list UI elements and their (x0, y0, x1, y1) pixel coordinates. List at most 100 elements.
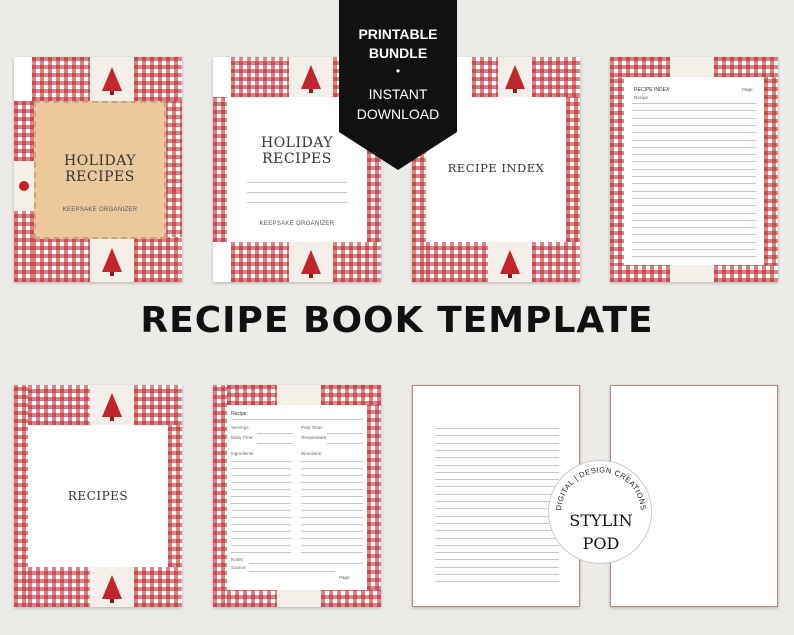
gingham-tile (134, 237, 182, 282)
ruled-line (435, 457, 559, 459)
ruled-line (301, 524, 363, 525)
ruled-line (435, 471, 559, 473)
ruled-line (632, 241, 756, 243)
tree-tile (289, 242, 333, 282)
ruled-line (231, 419, 363, 420)
gingham-tile (231, 57, 289, 97)
ruled-line (231, 482, 291, 483)
ruled-line (435, 522, 559, 524)
ruled-line (435, 493, 559, 495)
ruled-line (435, 581, 559, 583)
label-ingredients: Ingredients: (231, 451, 255, 456)
ruled-line (435, 464, 559, 466)
ruled-line (632, 190, 756, 192)
ruled-line (327, 443, 363, 444)
index-title: RECIPE INDEX (634, 87, 670, 93)
tree-tile (498, 57, 532, 97)
ornament-tile (14, 161, 34, 211)
main-title: RECIPE BOOK TEMPLATE (140, 300, 654, 341)
gingham-tile (714, 57, 778, 77)
ruled-line (435, 479, 559, 481)
gingham-tile (28, 385, 90, 425)
ruled-line (327, 433, 363, 434)
ruled-line (301, 461, 363, 462)
ruled-line (231, 510, 291, 511)
gingham-tile (32, 57, 90, 101)
gingham-tile (134, 567, 182, 607)
christmas-tree-icon (102, 247, 122, 276)
christmas-tree-icon (102, 67, 122, 95)
ruled-line (301, 503, 363, 504)
ruled-line (435, 486, 559, 488)
recipe-card-page: Recipe: Servings: Prep Time: Bake Time: … (213, 385, 381, 607)
gingham-tile (213, 385, 227, 607)
stylin-pod-logo: DIGITAL | DESIGN CREATIONS STYLIN POD (548, 460, 652, 564)
cover-title-line1: HOLIDAY (260, 135, 334, 151)
label-source: Source: (231, 565, 247, 570)
ruled-line (632, 103, 756, 104)
svg-text:DIGITAL | DESIGN CREATIONS: DIGITAL | DESIGN CREATIONS (554, 465, 648, 510)
ruled-line (301, 545, 363, 546)
recipes-divider-title: RECIPES (67, 489, 129, 503)
gingham-tile (14, 211, 34, 282)
tree-tile (90, 567, 134, 607)
ruled-line (435, 449, 559, 451)
ruled-line (632, 117, 756, 119)
gingham-tile (764, 77, 778, 267)
label-notes: Notes: (231, 557, 245, 562)
gingham-tile (532, 57, 580, 97)
recipe-card-panel: Recipe: Servings: Prep Time: Bake Time: … (227, 405, 367, 590)
gingham-tile (610, 77, 624, 267)
badge-line1: PRINTABLE (358, 26, 438, 42)
gingham-tile (426, 242, 488, 282)
ruled-line (632, 234, 756, 236)
ruled-line (435, 574, 559, 575)
recipes-divider-panel: RECIPES (28, 425, 168, 567)
ruled-line (632, 176, 756, 177)
tree-tile (90, 385, 134, 425)
gingham-tile (28, 567, 90, 607)
ruled-line (632, 205, 756, 207)
tree-tile (90, 237, 134, 282)
gingham-tile (134, 57, 182, 101)
ruled-line (632, 161, 756, 163)
index-col-page: Page: (742, 87, 754, 92)
name-line (247, 192, 347, 193)
index-col-recipe: Recipe (634, 95, 649, 100)
tree-tile (670, 265, 714, 282)
ruled-line (231, 475, 291, 476)
gingham-tile (472, 57, 498, 97)
ruled-line (257, 433, 293, 434)
index-list-panel: RECIPE INDEX Recipe Page: (624, 77, 764, 265)
name-line (247, 202, 347, 203)
ruled-line (301, 510, 363, 511)
gingham-tile (231, 242, 289, 282)
gingham-tile (714, 265, 778, 282)
ruled-line (435, 537, 559, 539)
tree-tile (90, 57, 134, 101)
name-line (247, 182, 347, 183)
badge-tip (339, 132, 457, 170)
ruled-line (632, 146, 756, 148)
badge-line4: DOWNLOAD (356, 106, 440, 122)
ruled-line (632, 110, 756, 112)
gingham-tile (333, 242, 381, 282)
ruled-line (301, 489, 363, 490)
ruled-line (435, 428, 559, 429)
ruled-line (249, 571, 335, 572)
ruled-line (632, 249, 756, 250)
ruled-line (632, 168, 756, 170)
christmas-tree-icon (102, 393, 122, 421)
ruled-line (435, 508, 559, 510)
gingham-tile (321, 590, 381, 607)
ruled-line (231, 552, 291, 553)
gingham-tile (367, 405, 381, 590)
label-directions: Directions: (301, 451, 323, 456)
gingham-tile (227, 590, 277, 607)
tree-tile (670, 57, 714, 77)
label-recipe: Recipe: (231, 411, 248, 417)
ruled-line (231, 545, 291, 546)
ruled-line (435, 552, 559, 554)
cover-title-line2: RECIPES (65, 169, 135, 185)
gingham-tile (32, 237, 90, 282)
